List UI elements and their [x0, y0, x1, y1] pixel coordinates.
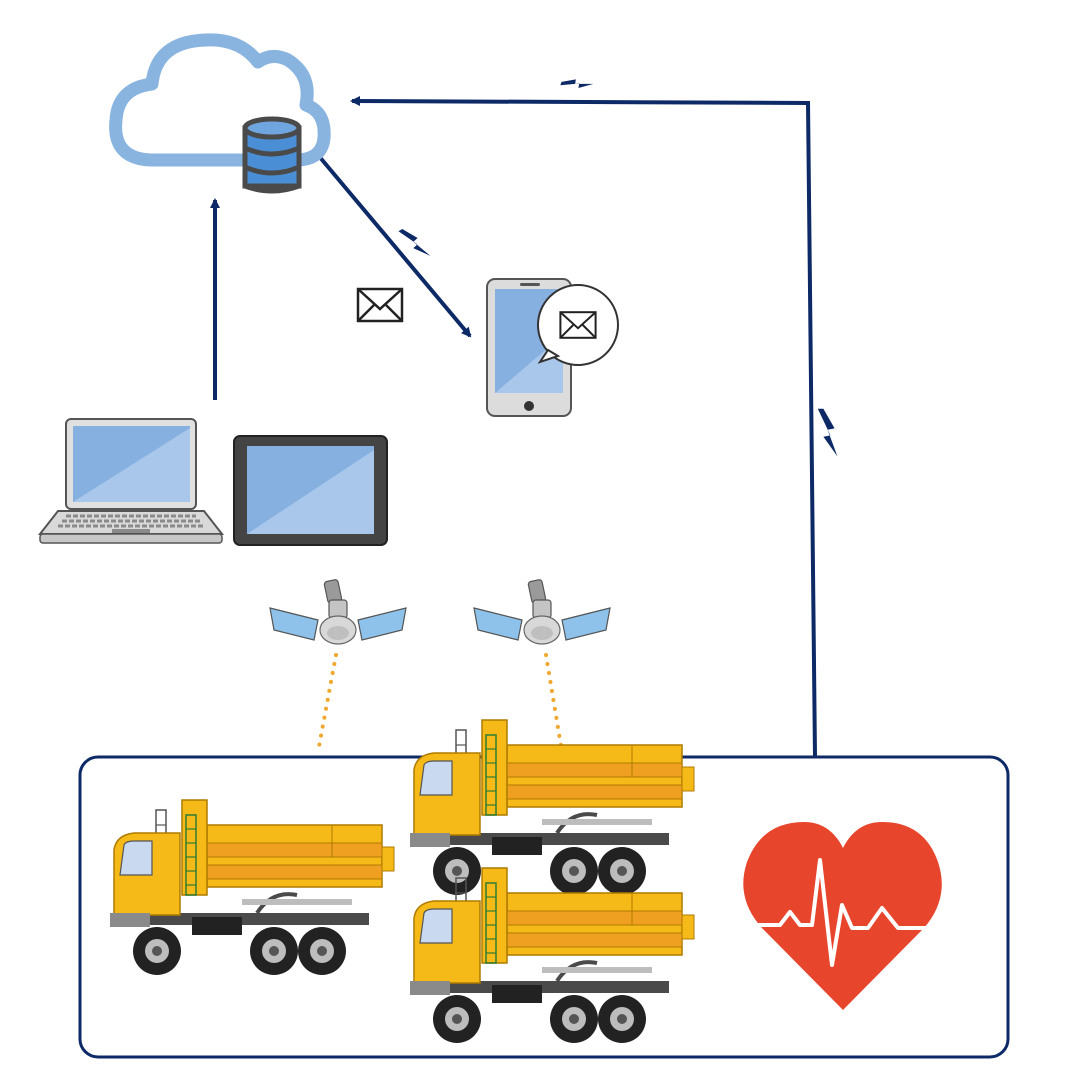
wireless-signal-icon [817, 408, 838, 457]
message-bubble [537, 284, 619, 366]
satellite-icon [473, 578, 611, 645]
satellite-icon [269, 578, 407, 645]
tablet-icon [233, 435, 388, 546]
database-icon [242, 116, 302, 194]
wireless-signal-icon [560, 73, 594, 96]
cloud-to-phone-arrow [316, 153, 472, 338]
fleet-to-cloud-link [350, 96, 817, 758]
satellite-signal-dots [316, 653, 338, 754]
heart-pulse-icon [743, 822, 942, 1010]
envelope-icon [356, 287, 404, 323]
smartphone-notification-icon [486, 278, 619, 417]
cloud-database-icon [109, 33, 331, 194]
laptop-icon [37, 418, 225, 544]
satellite-signal-dots [544, 653, 564, 754]
